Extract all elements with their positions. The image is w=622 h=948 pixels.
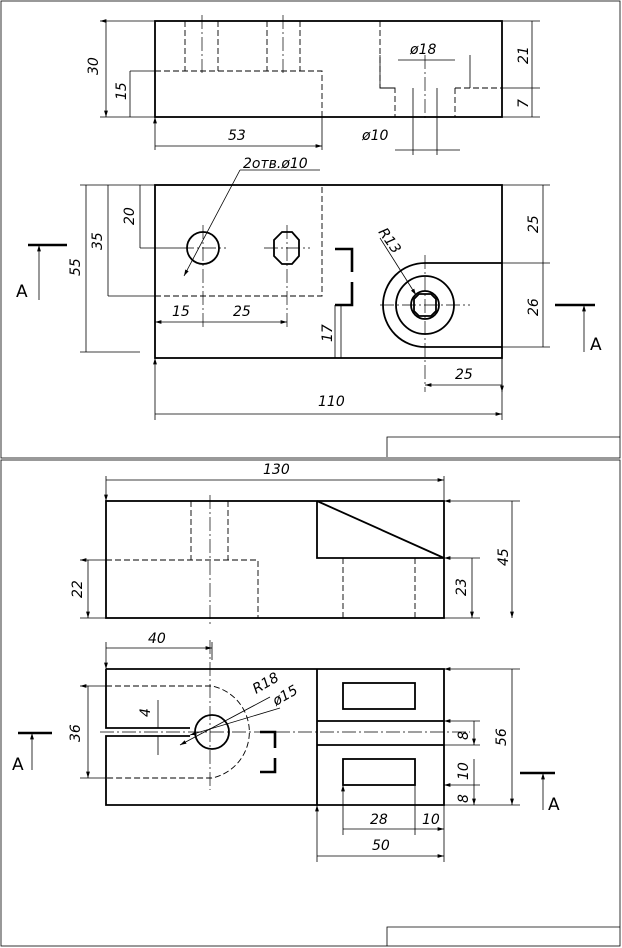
- dim-53: 53: [228, 128, 246, 144]
- sheet-1: 30 15 53 21 7 ø18 ø10 A: [0, 0, 621, 459]
- dim-17: 17: [320, 324, 336, 342]
- note-holes: 2отв.ø10: [243, 156, 308, 172]
- section-label-right: A: [590, 335, 602, 355]
- dim-56: 56: [494, 728, 510, 746]
- dim-15: 15: [114, 82, 130, 100]
- dim-28: 28: [370, 812, 388, 828]
- dim-R13: R13: [375, 225, 404, 257]
- sheet-1-front-view: 30 15 53 21 7 ø18 ø10: [86, 15, 540, 155]
- dim-35: 35: [90, 232, 106, 250]
- dim-22: 22: [70, 580, 86, 598]
- section-label-left-2: A: [12, 755, 24, 775]
- dim-25-right: 25: [526, 215, 542, 233]
- dim-10-right: 10: [456, 762, 472, 780]
- dim-7: 7: [516, 99, 532, 108]
- sheet-2-front-view: 130 22 23 45: [70, 462, 520, 625]
- dim-30: 30: [86, 57, 102, 75]
- sheet-2: 130 22 23 45 A A: [0, 459, 621, 947]
- dim-dia10: ø10: [361, 128, 388, 144]
- dim-8-upper: 8: [456, 731, 472, 740]
- section-label-left: A: [16, 282, 28, 302]
- dim-15-top: 15: [172, 304, 190, 320]
- section-label-right-2: A: [548, 795, 560, 815]
- dim-dia18: ø18: [409, 42, 436, 58]
- dim-110: 110: [318, 394, 345, 410]
- dim-25-bottom: 25: [455, 367, 473, 383]
- dim-20: 20: [122, 207, 138, 225]
- dim-26: 26: [526, 298, 542, 316]
- dim-25-top: 25: [233, 304, 251, 320]
- sheet-1-frame: [0, 0, 621, 459]
- dim-45: 45: [496, 548, 512, 566]
- dim-50: 50: [372, 838, 390, 854]
- dim-40: 40: [148, 631, 166, 647]
- sheet-2-frame: [0, 459, 621, 947]
- dim-21: 21: [516, 46, 532, 64]
- dim-55: 55: [68, 258, 84, 276]
- dim-8-lower: 8: [456, 794, 472, 803]
- sheet-1-title-block: [386, 436, 620, 457]
- dim-130: 130: [263, 462, 290, 478]
- dim-36: 36: [68, 724, 84, 742]
- dim-4: 4: [138, 708, 154, 717]
- dim-23: 23: [454, 578, 470, 596]
- sheet-2-title-block: [386, 926, 620, 946]
- sheet-1-top-view: A A 2отв.ø10 20 35 55 15 25 R13 25 26 17…: [16, 156, 602, 420]
- sheet-2-top-view: A A 40 R18 ø15 4 36 8 56 10 8 28 10 50: [12, 631, 560, 862]
- dim-10-bottom: 10: [422, 812, 440, 828]
